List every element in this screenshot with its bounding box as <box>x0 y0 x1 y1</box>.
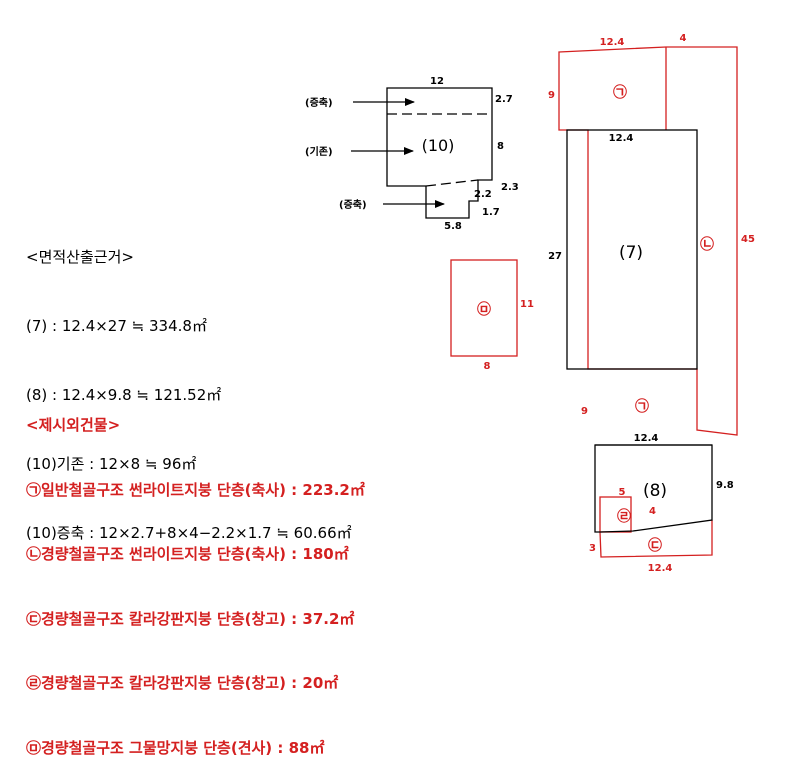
main-dim-bottom-left: 3 <box>589 543 596 554</box>
building-7-label: (7) <box>619 243 643 263</box>
shed-e-outline <box>450 259 518 357</box>
small-width: 5 <box>619 487 626 498</box>
red-outline-shed-c <box>599 520 713 558</box>
b10-dim-notch-w: 2.2 <box>474 189 492 200</box>
shed-e-width: 8 <box>484 361 491 372</box>
b10-dim-right-mid: 8 <box>497 141 504 152</box>
main-dim-top: 12.4 <box>600 37 625 48</box>
b10-dim-right-top: 2.7 <box>495 94 513 105</box>
non-listed-buildings-legend: <제시외건물> ㉠일반철골구조 썬라이트지붕 단층(축사) : 223.2㎡ ㉡… <box>26 372 365 781</box>
arrow-label-extension-top: (증축) <box>305 96 333 109</box>
legend-item: ㉢경량철골구조 칼라강판지붕 단층(창고) : 37.2㎡ <box>26 609 355 628</box>
dim-7-width: 12.4 <box>609 133 634 144</box>
calc-line: (10)증축 : 12×2.7+8×4−2.2×1.7 ≒ 60.66㎡ <box>26 524 352 542</box>
legend-item: ㉣경량철골구조 칼라강판지붕 단층(창고) : 20㎡ <box>26 674 339 692</box>
mark-b: ㉡ <box>700 236 714 253</box>
b10-dim-bottom: 5.8 <box>444 221 462 232</box>
small-height: 4 <box>649 506 656 517</box>
b10-dim-right-bot: 2.3 <box>501 182 519 193</box>
calc-line: (10)기존 : 12×8 ≒ 96㎡ <box>26 455 197 473</box>
main-dim-top-right: 4 <box>680 33 687 44</box>
calc-line: (7) : 12.4×27 ≒ 334.8㎡ <box>26 317 207 335</box>
b10-dim-top: 12 <box>430 76 444 87</box>
main-dim-top-left: 9 <box>548 90 555 101</box>
building-7-outline <box>566 129 698 370</box>
main-dim-bottom: 12.4 <box>648 563 673 574</box>
legend-item: ㉡경량철골구조 썬라이트지붕 단층(축사) : 180㎡ <box>26 545 349 563</box>
main-dim-right-long: 45 <box>741 234 755 245</box>
shed-e-mark: ㉤ <box>477 301 491 318</box>
dim-8-top: 12.4 <box>634 433 659 444</box>
building-10 <box>351 87 493 219</box>
calc-heading: <면적산출근거> <box>26 248 134 266</box>
main-dim-lower-left: 9 <box>581 406 588 417</box>
mark-a-lower: ㉠ <box>635 398 649 415</box>
legend-item: ㉤경량철골구조 그물망지붕 단층(견사) : 88㎡ <box>26 738 325 757</box>
area-calculation: <면적산출근거> (7) : 12.4×27 ≒ 334.8㎡ (8) : 12… <box>26 200 352 568</box>
extension-dashed-line-lower <box>425 179 479 187</box>
mark-c: ㉢ <box>648 537 662 554</box>
mark-d: ㉣ <box>617 508 631 525</box>
building-8-label: (8) <box>643 481 667 501</box>
mark-a-top: ㉠ <box>613 84 627 101</box>
dim-8-height: 9.8 <box>716 480 734 491</box>
arrow-label-existing: (기존) <box>305 145 333 158</box>
legend-heading: <제시외건물> <box>26 416 121 434</box>
site-plan-drawing: 12 2.7 8 2.3 2.2 1.7 5.8 (증축) (기존) (증축) … <box>305 33 755 574</box>
shed-e-height: 11 <box>520 299 534 310</box>
arrow-label-extension-bottom: (증축) <box>339 198 367 211</box>
dim-7-height: 27 <box>548 251 562 262</box>
b10-dim-notch-h: 1.7 <box>482 207 500 218</box>
legend-item: ㉠일반철골구조 썬라이트지붕 단층(축사) : 223.2㎡ <box>26 480 365 499</box>
building-10-label: (10) <box>422 136 455 155</box>
calc-line: (8) : 12.4×9.8 ≒ 121.52㎡ <box>26 386 222 404</box>
